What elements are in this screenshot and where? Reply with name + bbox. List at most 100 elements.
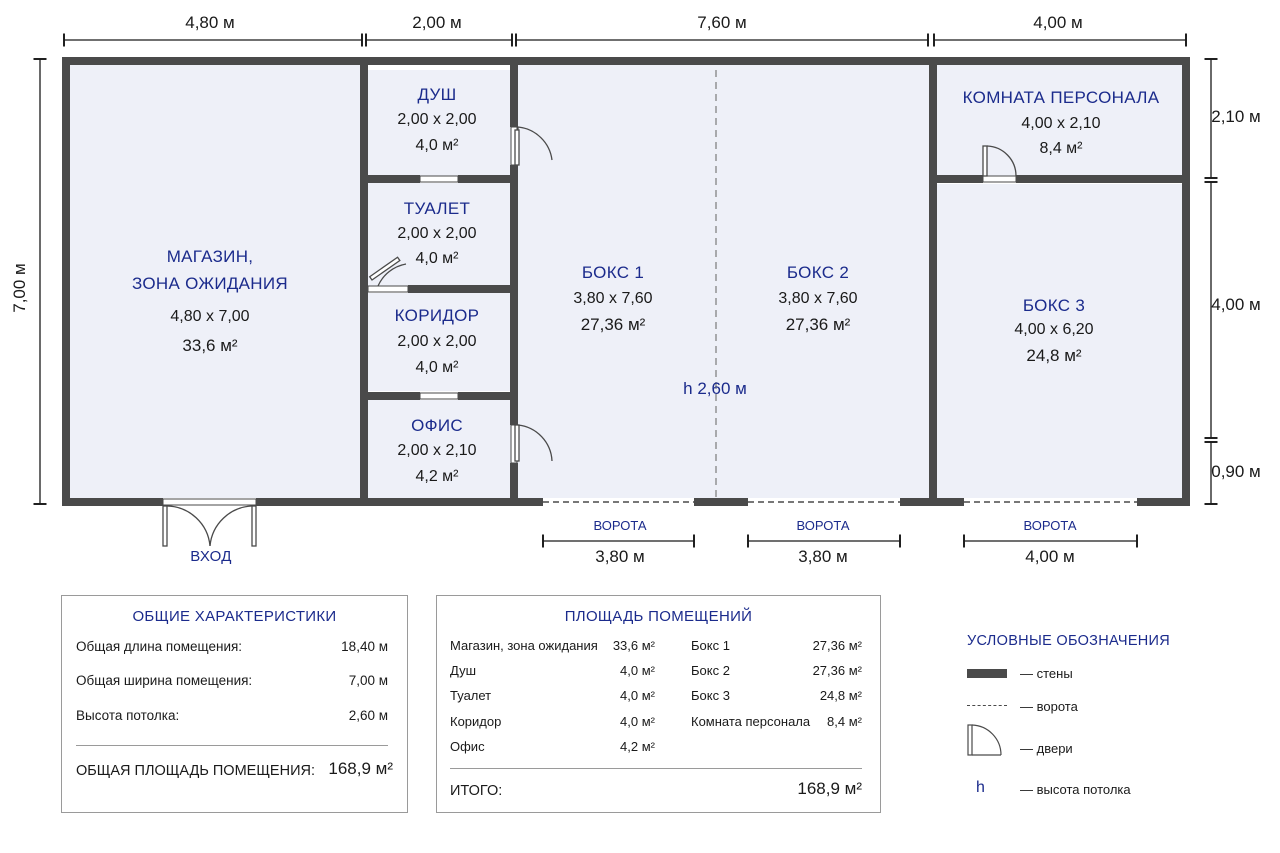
legend-wall-swatch [967, 669, 1007, 678]
corridor-name: КОРИДОР [395, 306, 480, 325]
legend-height-text: — высота потолка [1020, 782, 1131, 797]
area-row-label: Комната персонала [691, 714, 811, 729]
general-title: ОБЩИЕ ХАРАКТЕРИСТИКИ [132, 608, 337, 625]
dim-box3-depth: 4,00 м [1211, 295, 1261, 314]
shop-area: 33,6 м² [182, 336, 237, 355]
room-box3: БОКС 3 4,00 х 6,20 24,8 м² [1014, 296, 1093, 365]
toilet-size: 2,00 х 2,00 [397, 225, 476, 242]
legend-walls-text: — стены [1020, 666, 1073, 681]
box1-size: 3,80 х 7,60 [573, 290, 652, 307]
shower-area: 4,0 м² [415, 137, 459, 154]
legend: УСЛОВНЫЕ ОБОЗНАЧЕНИЯ — стены — ворота — … [960, 625, 1260, 815]
dim-total-width: 7,00 м [10, 263, 29, 313]
box2-name: БОКС 2 [787, 263, 849, 282]
box2-size: 3,80 х 7,60 [778, 290, 857, 307]
area-row-value: 4,0 м² [620, 688, 655, 703]
box3-size: 4,00 х 6,20 [1014, 321, 1093, 338]
gate-width-2: 3,80 м [798, 547, 848, 566]
corridor-area: 4,0 м² [415, 359, 459, 376]
corridor-size: 2,00 х 2,00 [397, 333, 476, 350]
area-row-value: 8,4 м² [827, 714, 862, 729]
dimension-lines [33, 33, 1218, 548]
gate-width-1: 3,80 м [595, 547, 645, 566]
area-row-value: 27,36 м² [812, 638, 862, 653]
area-row-label: Туалет [450, 688, 492, 703]
area-row-value: 4,0 м² [620, 663, 655, 678]
room-box2: БОКС 2 3,80 х 7,60 27,36 м² [778, 263, 857, 334]
general-row-label: Высота потолка: [76, 708, 180, 723]
area-row-label: Офис [450, 739, 485, 754]
office-name: ОФИС [411, 416, 463, 435]
shop-size: 4,80 х 7,00 [170, 308, 249, 325]
door-icon [967, 724, 1002, 756]
area-row-value: 33,6 м² [612, 638, 655, 653]
area-row-value: 4,0 м² [620, 714, 655, 729]
area-row-label: Бокс 2 [691, 663, 730, 678]
dim-shop-length: 4,80 м [185, 13, 235, 32]
box3-name: БОКС 3 [1023, 296, 1085, 315]
door-openings [162, 126, 1017, 506]
areas-total-value: 168,9 м² [797, 779, 862, 798]
room-shop: МАГАЗИН, ЗОНА ОЖИДАНИЯ 4,80 х 7,00 33,6 … [132, 247, 288, 355]
dim-wet-length: 2,00 м [412, 13, 462, 32]
gate-label-1: ВОРОТА [593, 518, 646, 533]
gate-label-2: ВОРОТА [796, 518, 849, 533]
gate-label-3: ВОРОТА [1023, 518, 1076, 533]
area-row-value: 4,2 м² [620, 739, 655, 754]
dim-box3-length: 4,00 м [1033, 13, 1083, 32]
shower-name: ДУШ [418, 85, 457, 104]
area-row-label: Душ [450, 663, 477, 678]
area-row-label: Магазин, зона ожидания [450, 638, 598, 653]
box1-name: БОКС 1 [582, 263, 644, 282]
toilet-area: 4,0 м² [415, 250, 459, 267]
general-panel: ОБЩИЕ ХАРАКТЕРИСТИКИ Общая длина помещен… [61, 595, 408, 813]
room-box1: БОКС 1 3,80 х 7,60 27,36 м² [573, 263, 652, 334]
area-row-value: 27,36 м² [812, 663, 862, 678]
area-row-label: Коридор [450, 714, 502, 729]
general-row-value: 2,60 м [348, 708, 388, 723]
legend-gates-text: — ворота [1020, 699, 1078, 714]
walls [62, 57, 1190, 506]
areas-title: ПЛОЩАДЬ ПОМЕЩЕНИЙ [564, 608, 753, 625]
staff-name: КОМНАТА ПЕРСОНАЛА [963, 88, 1160, 107]
box3-area: 24,8 м² [1026, 346, 1081, 365]
general-total-value: 168,9 м² [328, 759, 393, 778]
general-row-label: Общая ширина помещения: [76, 673, 253, 688]
room-corridor: КОРИДОР 2,00 х 2,00 4,0 м² [395, 306, 480, 376]
general-row-value: 18,40 м [341, 639, 388, 654]
door-swings [162, 126, 1017, 547]
shower-size: 2,00 х 2,00 [397, 111, 476, 128]
area-row-label: Бокс 3 [691, 688, 730, 703]
general-divider [76, 745, 388, 746]
dim-boxes-length: 7,60 м [697, 13, 747, 32]
office-size: 2,00 х 2,10 [397, 442, 476, 459]
general-row-value: 7,00 м [348, 673, 388, 688]
room-staff: КОМНАТА ПЕРСОНАЛА 4,00 х 2,10 8,4 м² [963, 88, 1160, 157]
shop-name-line1: МАГАЗИН, [167, 247, 254, 266]
gate-width-3: 4,00 м [1025, 547, 1075, 566]
shop-name-line2: ЗОНА ОЖИДАНИЯ [132, 274, 288, 293]
ceiling-height-label: h 2,60 м [683, 379, 747, 398]
areas-total-label: ИТОГО: [450, 783, 503, 799]
room-shower: ДУШ 2,00 х 2,00 4,0 м² [397, 85, 476, 154]
box2-area: 27,36 м² [786, 315, 851, 334]
general-total-label: ОБЩАЯ ПЛОЩАДЬ ПОМЕЩЕНИЯ: [76, 763, 315, 779]
areas-panel: ПЛОЩАДЬ ПОМЕЩЕНИЙ Магазин, зона ожидания… [436, 595, 881, 813]
staff-area: 8,4 м² [1039, 140, 1083, 157]
room-fills [68, 63, 1183, 498]
legend-gate-swatch [967, 705, 1007, 706]
area-row-label: Бокс 1 [691, 638, 730, 653]
legend-doors-text: — двери [1020, 741, 1073, 756]
legend-h-symbol: h [976, 779, 985, 796]
area-row-value: 24,8 м² [819, 688, 862, 703]
general-row-label: Общая длина помещения: [76, 639, 243, 654]
dim-box3-front: 0,90 м [1211, 462, 1261, 481]
legend-title: УСЛОВНЫЕ ОБОЗНАЧЕНИЯ [967, 633, 1171, 649]
office-area: 4,2 м² [415, 468, 459, 485]
dim-staff-depth: 2,10 м [1211, 107, 1261, 126]
toilet-name: ТУАЛЕТ [404, 199, 470, 218]
room-office: ОФИС 2,00 х 2,10 4,2 м² [397, 416, 476, 485]
entrance-label: ВХОД [190, 548, 232, 565]
staff-size: 4,00 х 2,10 [1021, 115, 1100, 132]
